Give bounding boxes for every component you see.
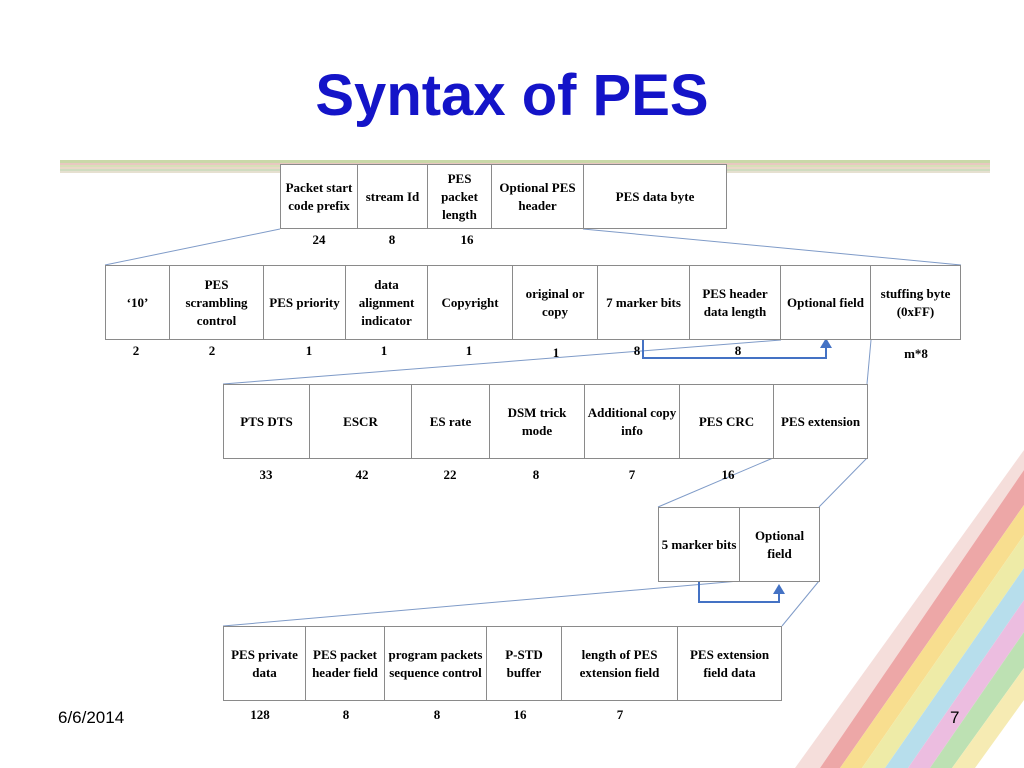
bits-label: 2 <box>132 343 140 358</box>
cell-pes-extension-field-data: PES extension field data <box>677 626 782 701</box>
bits-label: 128 <box>250 707 270 722</box>
bits-label: 33 <box>259 467 273 482</box>
expand-line <box>657 457 774 508</box>
cell-stream-id: stream Id <box>357 164 428 229</box>
arrow-head-icon <box>820 338 832 348</box>
cell-optional-field: Optional field <box>780 265 871 340</box>
bits-label: 2 <box>208 343 216 358</box>
expand-line <box>582 228 962 266</box>
arrow-head-icon <box>773 584 785 594</box>
cell-5-marker-bits: 5 marker bits <box>658 507 740 582</box>
cell-pes-private-data: PES private data <box>223 626 306 701</box>
bracket-arrow <box>698 581 780 603</box>
cell-pes-header-data-length: PES header data length <box>689 265 781 340</box>
bits-label: m*8 <box>904 346 928 361</box>
footer-page-number: 7 <box>950 708 960 727</box>
bits-label: 7 <box>616 707 624 722</box>
cell-program-packets-sequence-control: program packets sequence control <box>384 626 487 701</box>
bits-label: 16 <box>721 467 735 482</box>
cell-pes-priority: PES priority <box>263 265 346 340</box>
bits-label: 8 <box>342 707 350 722</box>
cell-dsm-trick-mode: DSM trick mode <box>489 384 585 459</box>
cell-pes-packet-length: PES packet length <box>427 164 492 229</box>
expand-line <box>104 228 281 266</box>
bits-label: 8 <box>633 343 641 358</box>
bits-label: 8 <box>433 707 441 722</box>
cell-pes-extension: PES extension <box>773 384 868 459</box>
bracket-arrow <box>642 340 827 359</box>
cell-packet-start-code-prefix: Packet start code prefix <box>280 164 358 229</box>
expand-line <box>781 580 820 627</box>
bits-label: 16 <box>460 232 474 247</box>
cell-stuffing-byte: stuffing byte (0xFF) <box>870 265 961 340</box>
cell-escr: ESCR <box>309 384 412 459</box>
cell-pes-crc: PES CRC <box>679 384 774 459</box>
cell-data-alignment-indicator: data alignment indicator <box>345 265 428 340</box>
cell-additional-copy-info: Additional copy info <box>584 384 680 459</box>
expand-line <box>866 339 872 385</box>
cell-7-marker-bits: 7 marker bits <box>597 265 690 340</box>
bits-label: 1 <box>380 343 388 358</box>
bits-label: 42 <box>355 467 369 482</box>
bits-label: 8 <box>734 343 742 358</box>
bits-label: 8 <box>388 232 396 247</box>
cell-pes-packet-header-field: PES packet header field <box>305 626 385 701</box>
cell-original-or-copy: original or copy <box>512 265 598 340</box>
bits-label: 1 <box>552 345 560 360</box>
expand-line <box>222 580 740 627</box>
cell-es-rate: ES rate <box>411 384 490 459</box>
cell-optional-pes-header: Optional PES header <box>491 164 584 229</box>
cell-p-std-buffer: P-STD buffer <box>486 626 562 701</box>
cell-pts-dts: PTS DTS <box>223 384 310 459</box>
bits-label: 16 <box>513 707 527 722</box>
cell-pes-data-byte: PES data byte <box>583 164 727 229</box>
bits-label: 7 <box>628 467 636 482</box>
bits-label: 1 <box>465 343 473 358</box>
bits-label: 1 <box>305 343 313 358</box>
slide-title: Syntax of PES <box>315 63 709 128</box>
expand-line <box>818 457 868 508</box>
cell-pes-scrambling-control: PES scrambling control <box>169 265 264 340</box>
bits-label: 22 <box>443 467 457 482</box>
footer-date: 6/6/2014 <box>58 708 125 727</box>
cell-optional-field-ext: Optional field <box>739 507 820 582</box>
bits-label: 8 <box>532 467 540 482</box>
bits-label: 24 <box>312 232 326 247</box>
cell-copyright: Copyright <box>427 265 513 340</box>
expand-line <box>222 339 782 385</box>
cell-10: ‘10’ <box>105 265 170 340</box>
cell-length-of-pes-extension-field: length of PES extension field <box>561 626 678 701</box>
